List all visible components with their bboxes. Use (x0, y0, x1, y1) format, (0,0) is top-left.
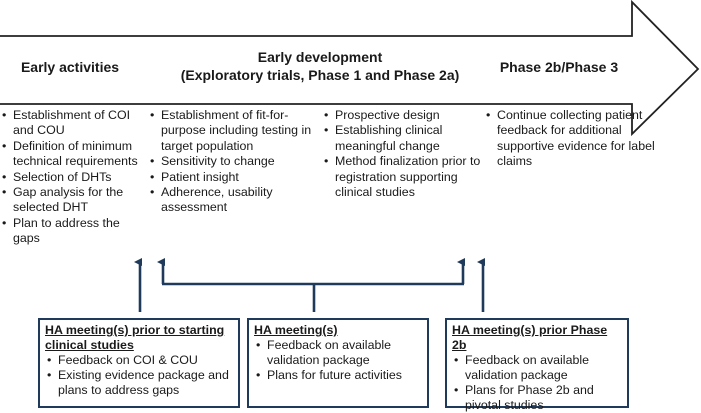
list-item: Patient insight (148, 170, 320, 186)
list-item: Prospective design (322, 108, 484, 124)
column-phase-2b-3: Continue collecting patient feedback for… (484, 108, 676, 170)
list-item: Feedback on available validation package (452, 353, 622, 383)
header-early-activities: Early activities (20, 59, 120, 75)
ha-meeting-box-1: HA meeting(s) prior to starting clinical… (38, 318, 240, 408)
ha-meeting-box-2: HA meeting(s) Feedback on available vali… (247, 318, 429, 408)
list-item: Definition of minimum technical requirem… (0, 139, 140, 170)
ha-meeting-box-3: HA meeting(s) prior Phase 2b Feedback on… (445, 318, 629, 412)
list-item: Plan to address the gaps (0, 216, 140, 247)
list-item: Continue collecting patient feedback for… (484, 108, 676, 170)
header-early-development-title: Early development (257, 49, 383, 65)
list-item: Plans for Phase 2b and pivotal studies (452, 383, 622, 413)
column-early-activities: Establishment of COI and COU Definition … (0, 108, 140, 247)
header-early-development-subtitle: (Exploratory trials, Phase 1 and Phase 2… (180, 67, 460, 83)
box-title: HA meeting(s) prior Phase 2b (452, 323, 608, 352)
list-item: Sensitivity to change (148, 154, 320, 170)
header-phase-2b-3: Phase 2b/Phase 3 (499, 59, 619, 75)
header-early-development: Early development (Exploratory trials, P… (150, 48, 490, 84)
list-item: Feedback on COI & COU (45, 353, 233, 368)
list-item: Establishment of fit-for-purpose includi… (148, 108, 320, 154)
box-title: HA meeting(s) prior to starting clinical… (45, 323, 225, 352)
list-item: Establishment of COI and COU (0, 108, 140, 139)
column-early-development-a: Establishment of fit-for-purpose includi… (148, 108, 320, 216)
list-item: Selection of DHTs (0, 170, 140, 186)
list-item: Establishing clinical meaningful change (322, 123, 484, 154)
list-item: Existing evidence package and plans to a… (45, 368, 233, 398)
column-early-development-b: Prospective design Establishing clinical… (322, 108, 484, 200)
list-item: Plans for future activities (254, 368, 422, 383)
list-item: Feedback on available validation package (254, 338, 422, 368)
list-item: Method finalization prior to registratio… (322, 154, 484, 200)
list-item: Gap analysis for the selected DHT (0, 185, 140, 216)
box-title: HA meeting(s) (254, 323, 338, 337)
list-item: Adherence, usability assessment (148, 185, 320, 216)
